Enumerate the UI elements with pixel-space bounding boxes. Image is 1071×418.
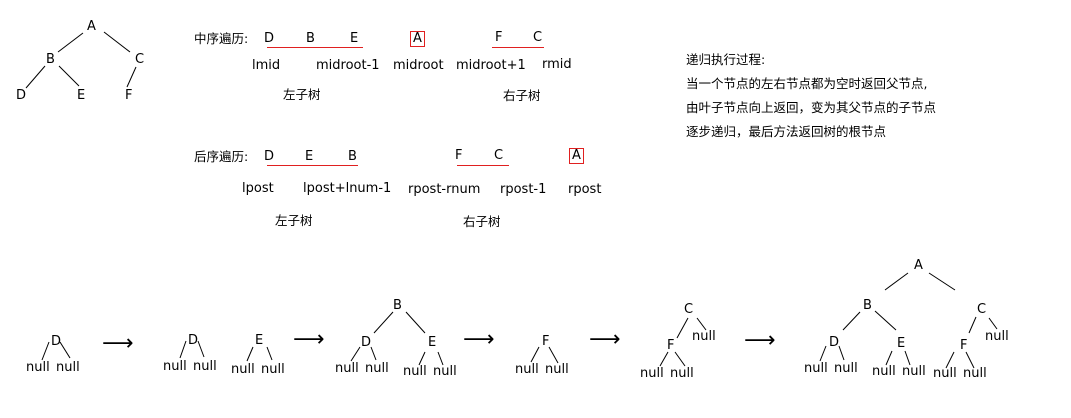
step6-node-f: F	[960, 338, 968, 353]
inorder-item: F	[495, 30, 503, 45]
null-leaf: null	[963, 366, 987, 381]
inorder-index: midroot	[393, 58, 444, 73]
inorder-right-subtree-label: 右子树	[503, 88, 541, 103]
null-leaf: null	[872, 364, 896, 379]
null-leaf: null	[692, 329, 716, 344]
arrow-icon: ⟶	[744, 328, 776, 353]
null-leaf: null	[545, 362, 569, 377]
null-leaf: null	[985, 329, 1009, 344]
notes-title: 递归执行过程:	[686, 52, 766, 67]
step5-node-f: F	[667, 338, 675, 353]
inorder-item: E	[350, 31, 359, 46]
step5-node-c: C	[684, 302, 694, 317]
inorder-left-underline	[267, 47, 363, 48]
tree-node-c: C	[135, 52, 145, 67]
inorder-index: rmid	[542, 57, 572, 72]
inorder-item: B	[306, 31, 315, 46]
null-leaf: null	[26, 360, 50, 375]
step3-node-e: E	[428, 335, 437, 350]
step2-node-d: D	[188, 333, 199, 348]
inorder-left-subtree-label: 左子树	[283, 87, 321, 102]
inorder-item: D	[264, 31, 275, 46]
postorder-index: rpost-1	[500, 182, 547, 197]
inorder-root-boxed: A	[410, 31, 425, 47]
null-leaf: null	[231, 362, 255, 377]
postorder-item: D	[264, 149, 275, 164]
postorder-item: C	[494, 148, 504, 163]
step3-node-b: B	[393, 298, 402, 313]
tree-node-a: A	[87, 19, 96, 34]
null-leaf: null	[804, 361, 828, 376]
null-leaf: null	[193, 359, 217, 374]
arrow-icon: ⟶	[102, 331, 134, 356]
postorder-index: rpost	[568, 182, 602, 197]
null-leaf: null	[902, 364, 926, 379]
step4-node-f: F	[542, 334, 550, 349]
inorder-index: midroot-1	[316, 58, 380, 73]
postorder-index: rpost-rnum	[408, 182, 481, 197]
null-leaf: null	[640, 366, 664, 381]
null-leaf: null	[403, 364, 427, 379]
null-leaf: null	[670, 366, 694, 381]
null-leaf: null	[163, 359, 187, 374]
step6-node-a: A	[914, 258, 923, 273]
arrow-icon: ⟶	[293, 327, 325, 352]
postorder-index: lpost	[242, 181, 274, 196]
null-leaf: null	[834, 361, 858, 376]
inorder-right-underline	[492, 47, 544, 48]
null-leaf: null	[515, 362, 539, 377]
postorder-left-subtree-label: 左子树	[275, 213, 313, 228]
postorder-item: F	[455, 148, 463, 163]
postorder-index: lpost+lnum-1	[303, 181, 392, 196]
postorder-right-subtree-label: 右子树	[463, 214, 501, 229]
null-leaf: null	[365, 361, 389, 376]
null-leaf: null	[433, 364, 457, 379]
tree-node-f: F	[125, 88, 133, 103]
tree-node-d: D	[16, 88, 27, 103]
postorder-root-boxed: A	[569, 148, 584, 164]
postorder-label: 后序遍历:	[194, 149, 249, 164]
null-leaf: null	[56, 360, 80, 375]
inorder-index: midroot+1	[456, 58, 526, 73]
inorder-label: 中序遍历:	[194, 31, 249, 46]
step1-node-d: D	[51, 334, 62, 349]
step6-node-c: C	[977, 302, 987, 317]
tree-node-b: B	[46, 52, 55, 67]
notes-line: 由叶子节点向上返回，变为其父节点的子节点	[686, 100, 937, 115]
step6-node-d: D	[829, 335, 840, 350]
notes-line: 当一个节点的左右节点都为空时返回父节点,	[686, 76, 928, 91]
null-leaf: null	[933, 366, 957, 381]
postorder-left-underline	[267, 165, 358, 166]
arrow-icon: ⟶	[589, 327, 621, 352]
inorder-index: lmid	[252, 58, 281, 73]
postorder-right-underline	[457, 165, 509, 166]
arrow-icon: ⟶	[463, 327, 495, 352]
step6-node-e: E	[897, 336, 906, 351]
tree-node-e: E	[77, 88, 86, 103]
null-leaf: null	[261, 362, 285, 377]
postorder-item: E	[305, 149, 314, 164]
null-leaf: null	[335, 361, 359, 376]
step6-node-b: B	[863, 298, 872, 313]
notes-line: 逐步递归，最后方法返回树的根节点	[686, 124, 887, 139]
inorder-item: C	[533, 30, 543, 45]
step2-node-e: E	[255, 333, 264, 348]
step3-node-d: D	[361, 335, 372, 350]
postorder-item: B	[348, 149, 357, 164]
